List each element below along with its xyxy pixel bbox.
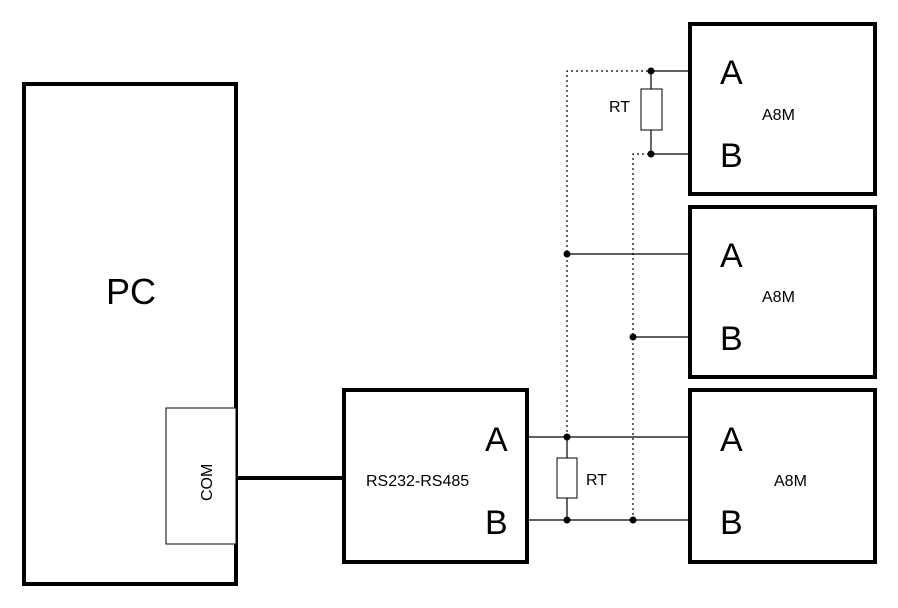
device-terminal-a: A — [720, 54, 743, 92]
junction-node — [563, 433, 571, 441]
pc-block: PC COM — [22, 82, 238, 586]
backbone-line-a — [566, 70, 651, 437]
device-label: A8M — [774, 473, 807, 490]
a8m-device-3: A A8M B — [688, 388, 877, 564]
converter-label: RS232-RS485 — [366, 473, 469, 490]
a8m-device-1: A A8M B — [688, 22, 877, 196]
device-box — [688, 205, 877, 379]
terminator-resistor-device: RT — [609, 71, 663, 154]
device-terminal-b: B — [720, 320, 743, 358]
converter-terminal-a: A — [485, 421, 508, 459]
junction-node — [563, 516, 571, 524]
com-port-box — [165, 407, 237, 545]
device-terminal-b: B — [720, 504, 743, 542]
pc-label: PC — [106, 271, 156, 312]
backbone-line-b — [632, 153, 651, 520]
device-terminal-a: A — [720, 237, 743, 275]
device-box — [688, 22, 877, 196]
junction-node — [647, 150, 655, 158]
resistor-body — [556, 457, 578, 499]
device-terminal-a: A — [720, 421, 743, 459]
device-label: A8M — [762, 107, 795, 124]
converter-terminal-b: B — [485, 504, 508, 542]
junction-node — [629, 333, 637, 341]
converter-box — [342, 388, 529, 564]
resistor-label: RT — [586, 472, 607, 489]
a8m-device-2: A A8M B — [688, 205, 877, 379]
junction-node — [629, 516, 637, 524]
device-label: A8M — [762, 289, 795, 306]
terminator-resistor-converter: RT — [556, 437, 607, 520]
junction-node — [647, 67, 655, 75]
junction-node — [563, 250, 571, 258]
device-terminal-b: B — [720, 137, 743, 175]
resistor-body — [640, 88, 663, 131]
resistor-label: RT — [609, 99, 630, 116]
com-port-label: COM — [199, 464, 216, 501]
device-box — [688, 388, 877, 564]
converter-block: RS232-RS485 A B — [342, 388, 529, 564]
